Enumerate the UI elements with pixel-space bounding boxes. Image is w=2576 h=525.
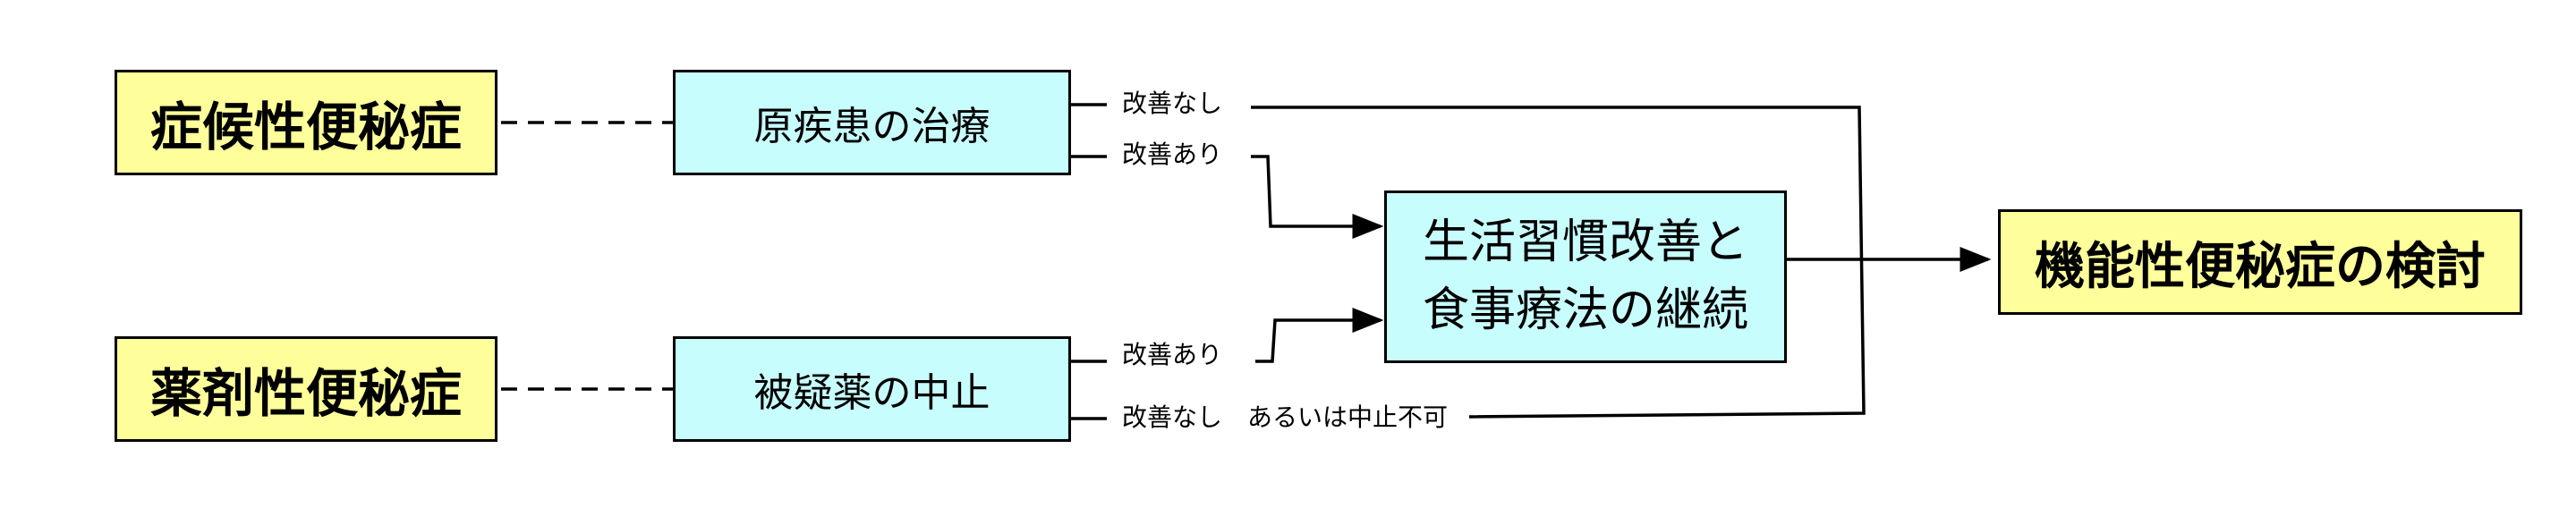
label-top-improve: 改善あり (1122, 140, 1223, 169)
node-drug-induced-constipation: 薬剤性便秘症 (115, 336, 497, 442)
node-functional-constipation: 機能性便秘症の検討 (1998, 209, 2522, 315)
arrow-bottom-improve-to-lifestyle (1255, 308, 1384, 363)
node-lifestyle-line1: 生活習慣改善と (1422, 216, 1748, 270)
node-symptomatic-label: 症候性便秘症 (149, 97, 462, 157)
node-drug-induced-label: 薬剤性便秘症 (149, 363, 462, 424)
node-symptomatic-constipation: 症候性便秘症 (115, 70, 497, 175)
node-treat-primary-label: 原疾患の治療 (753, 104, 990, 149)
node-lifestyle-line2: 食事療法の継続 (1422, 283, 1748, 337)
node-treat-primary-disease: 原疾患の治療 (673, 70, 1071, 175)
label-top-no-improve: 改善なし (1122, 89, 1223, 118)
node-stop-suspected-drug: 被疑薬の中止 (673, 336, 1071, 442)
node-functional-label: 機能性便秘症の検討 (2035, 237, 2486, 296)
node-stop-drug-label: 被疑薬の中止 (753, 370, 990, 416)
label-bottom-improve: 改善あり (1122, 340, 1223, 369)
arrow-top-improve-to-lifestyle (1251, 155, 1384, 239)
label-bottom-no-improve: 改善なし あるいは中止不可 (1122, 402, 1449, 432)
node-lifestyle-diet: 生活習慣改善と 食事療法の継続 (1384, 191, 1787, 363)
